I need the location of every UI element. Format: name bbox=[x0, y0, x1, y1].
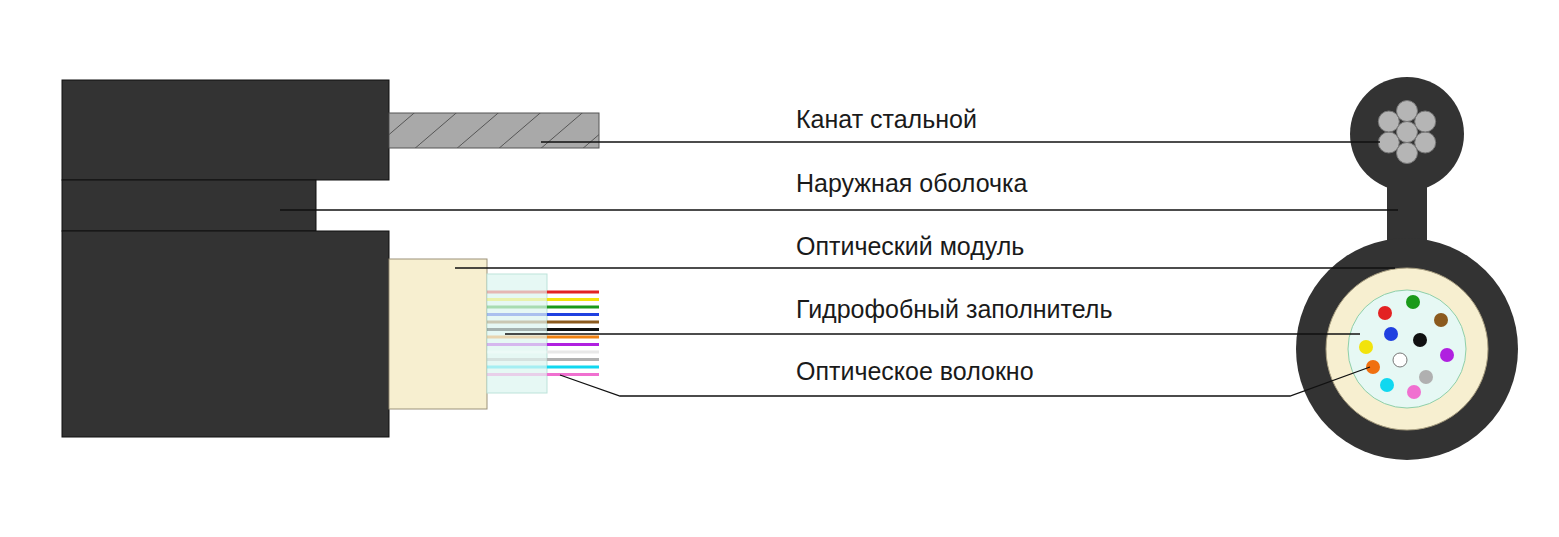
fiber-inner bbox=[487, 306, 547, 309]
sheath-neck bbox=[62, 180, 316, 231]
fiber-inner bbox=[487, 321, 547, 324]
fiber-bundle bbox=[487, 292, 599, 375]
fiber-inner bbox=[487, 373, 547, 376]
wire bbox=[1397, 122, 1418, 143]
fiber bbox=[547, 298, 599, 301]
fiber-dot bbox=[1407, 385, 1421, 399]
steel-rope bbox=[389, 113, 599, 148]
optical-module bbox=[389, 259, 487, 409]
wire bbox=[1378, 132, 1399, 153]
part-label: Наружная оболочка bbox=[796, 168, 1028, 198]
fiber-inner bbox=[487, 313, 547, 316]
fiber-inner bbox=[487, 336, 547, 339]
fiber bbox=[547, 351, 599, 354]
outer-sheath bbox=[62, 231, 389, 437]
fiber-dots bbox=[1359, 295, 1454, 399]
fiber-dot bbox=[1378, 306, 1392, 320]
fiber-dot bbox=[1440, 348, 1454, 362]
fiber-inner bbox=[487, 366, 547, 369]
wire bbox=[1378, 111, 1399, 132]
wire bbox=[1397, 101, 1418, 122]
fiber bbox=[547, 366, 599, 369]
fiber-dot bbox=[1413, 333, 1427, 347]
fiber-dot bbox=[1393, 353, 1407, 367]
fiber-dot bbox=[1359, 340, 1373, 354]
part-label: Оптический модуль bbox=[796, 231, 1024, 261]
fiber-dot bbox=[1419, 370, 1433, 384]
fiber bbox=[547, 358, 599, 361]
fiber bbox=[547, 313, 599, 316]
rope-hatch bbox=[389, 113, 599, 148]
fiber bbox=[547, 343, 599, 346]
wire bbox=[1415, 111, 1436, 132]
fiber bbox=[547, 328, 599, 331]
wire bbox=[1397, 143, 1418, 164]
leader-lines bbox=[280, 142, 1398, 396]
wire bbox=[1415, 132, 1436, 153]
part-label: Канат стальной bbox=[796, 104, 977, 134]
fiber bbox=[547, 336, 599, 339]
fiber-inner bbox=[487, 328, 547, 331]
sheath-section bbox=[1296, 238, 1518, 460]
fiber bbox=[547, 306, 599, 309]
fiber-inner bbox=[487, 351, 547, 354]
part-label: Оптическое волокно bbox=[796, 356, 1034, 386]
rope-sheath bbox=[62, 80, 389, 180]
fiber-inner bbox=[487, 343, 547, 346]
fiber-dot bbox=[1406, 295, 1420, 309]
fiber-inner bbox=[487, 291, 547, 294]
fiber-dot bbox=[1434, 313, 1448, 327]
fiber-dot bbox=[1384, 327, 1398, 341]
fiber bbox=[547, 321, 599, 324]
fiber-inner bbox=[487, 358, 547, 361]
fiber bbox=[547, 291, 599, 294]
module-section bbox=[1326, 268, 1488, 430]
filler-section bbox=[1348, 290, 1466, 408]
fiber-inner bbox=[487, 298, 547, 301]
rope-wires bbox=[1378, 101, 1435, 164]
rope-sheath-section bbox=[1350, 77, 1464, 191]
fiber-dot bbox=[1380, 378, 1394, 392]
part-label: Гидрофобный заполнитель bbox=[796, 294, 1112, 324]
fiber bbox=[547, 373, 599, 376]
